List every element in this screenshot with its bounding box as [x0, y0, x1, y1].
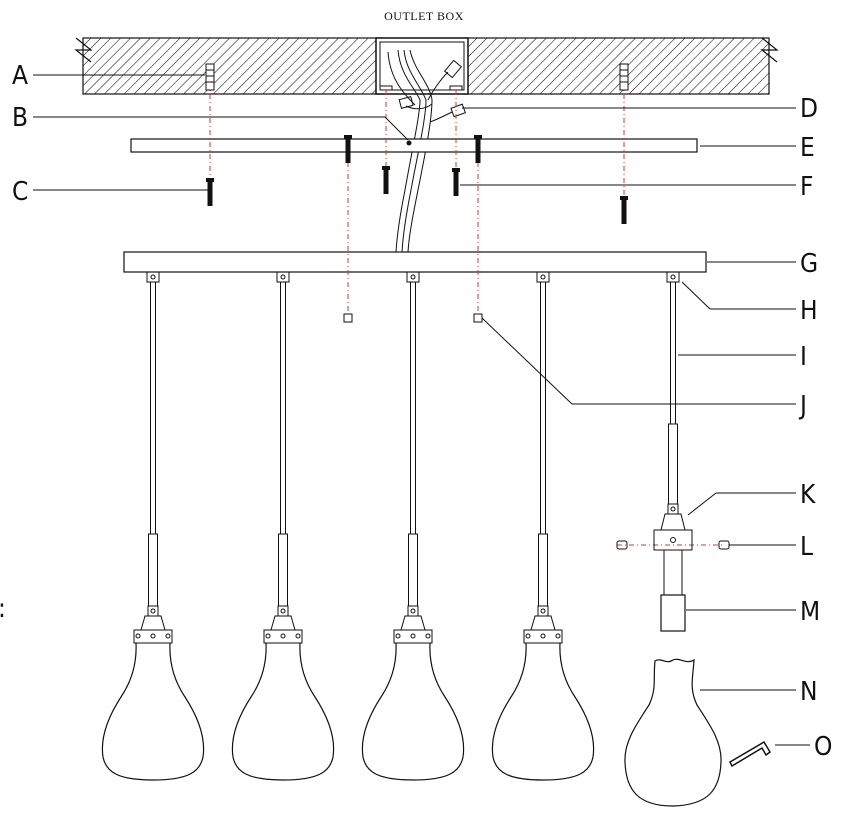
- label-b: B: [12, 103, 28, 133]
- pendant-1: [101, 271, 205, 781]
- leader-lines: [33, 74, 810, 746]
- cap-nut-right: [473, 313, 483, 323]
- exploded-pendant: [653, 271, 693, 632]
- label-i: I: [800, 342, 807, 372]
- pendant-3: [361, 271, 465, 781]
- canopy: [123, 251, 707, 273]
- hex-key: [729, 740, 771, 768]
- mounting-screw-right: [452, 168, 460, 196]
- label-f: F: [800, 172, 813, 202]
- label-e: E: [800, 133, 815, 163]
- label-g: G: [800, 249, 818, 279]
- wood-screw-right: [620, 196, 628, 224]
- wood-screw-left: [206, 178, 214, 206]
- pendant-2: [231, 271, 335, 781]
- label-n: N: [800, 677, 818, 707]
- outlet-box-title: OUTLET BOX: [384, 9, 464, 23]
- wall-anchor-left: [205, 63, 215, 91]
- glass-shade: [624, 658, 722, 807]
- label-k: K: [800, 480, 816, 510]
- mounting-strap: [130, 138, 698, 153]
- label-d: D: [800, 94, 818, 124]
- label-j: J: [798, 391, 807, 421]
- label-h: H: [800, 296, 818, 326]
- label-o: O: [814, 732, 832, 762]
- outlet-box: [375, 37, 469, 95]
- strap-center-hole: [406, 140, 412, 146]
- wall-anchor-right: [619, 63, 629, 91]
- ceiling: [74, 37, 779, 95]
- label-c: C: [12, 177, 28, 207]
- label-a: A: [12, 61, 28, 91]
- pendant-4: [491, 271, 595, 781]
- label-l: L: [800, 532, 813, 562]
- alignment-guides: [209, 70, 722, 546]
- cap-nut-left: [343, 313, 353, 323]
- label-m: M: [800, 597, 820, 627]
- mounting-screw-left: [382, 166, 390, 194]
- stray-colon: :: [0, 594, 6, 624]
